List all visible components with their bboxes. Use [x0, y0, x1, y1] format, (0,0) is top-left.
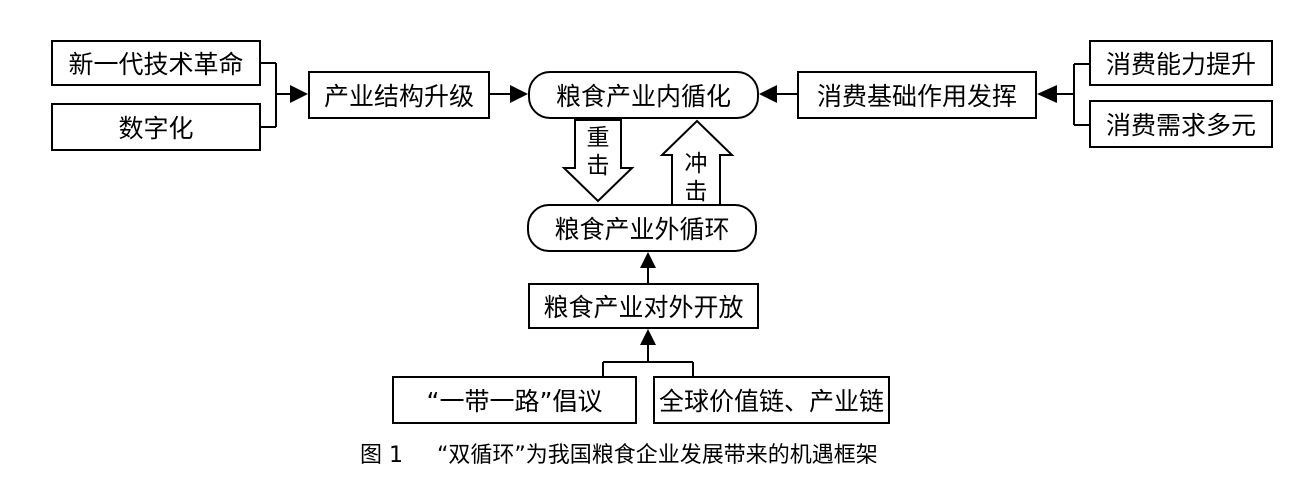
arrowhead [640, 329, 656, 345]
node-digitalization: 数字化 [51, 103, 261, 151]
arrowhead [510, 85, 528, 103]
node-label: 消费基础作用发挥 [816, 82, 1017, 111]
arrowhead [1037, 85, 1057, 103]
node-industry-upgrade: 产业结构升级 [308, 71, 490, 119]
node-global-chains: 全球价值链、产业链 [653, 376, 890, 424]
node-label: 消费能力提升 [1105, 50, 1256, 79]
arrowhead [640, 252, 656, 268]
node-inner-circulation: 粮食产业内循化 [528, 71, 759, 119]
node-label: 产业结构升级 [323, 82, 474, 111]
down-arrow-char: 击 [586, 153, 610, 179]
node-label: 全球价值链、产业链 [658, 387, 884, 416]
figure-caption: 图 1 “双循环”为我国粮食企业发展带来的机遇框架 [360, 437, 878, 469]
node-consumption-capacity: 消费能力提升 [1089, 40, 1273, 86]
down-arrow-char: 重 [586, 125, 610, 151]
down-arrow-label: 重 击 [583, 124, 613, 180]
up-arrow-char: 击 [684, 179, 708, 205]
node-opening-up: 粮食产业对外开放 [528, 283, 759, 329]
impact-down-arrow [561, 119, 635, 203]
figure-number: 图 1 [360, 443, 403, 468]
up-arrow-char: 冲 [684, 151, 708, 177]
node-label: “一带一路”倡议 [426, 387, 603, 416]
node-label: 数字化 [118, 114, 194, 143]
node-outer-circulation: 粮食产业外循环 [527, 204, 757, 252]
node-consumption-foundation: 消费基础作用发挥 [797, 71, 1037, 119]
arrowhead [290, 85, 308, 103]
node-label: 消费需求多元 [1105, 111, 1256, 140]
arrowhead [759, 85, 777, 103]
figure-title: “双循环”为我国粮食企业发展带来的机遇框架 [437, 443, 878, 468]
node-consumption-diversity: 消费需求多元 [1089, 100, 1273, 148]
up-arrow-label: 冲 击 [681, 150, 711, 206]
node-label: 新一代技术革命 [68, 50, 244, 79]
node-belt-road: “一带一路”倡议 [392, 376, 637, 424]
node-new-tech-revolution: 新一代技术革命 [51, 40, 261, 86]
node-label: 粮食产业内循化 [555, 82, 731, 111]
node-label: 粮食产业外循环 [554, 215, 730, 244]
node-label: 粮食产业对外开放 [543, 293, 744, 322]
